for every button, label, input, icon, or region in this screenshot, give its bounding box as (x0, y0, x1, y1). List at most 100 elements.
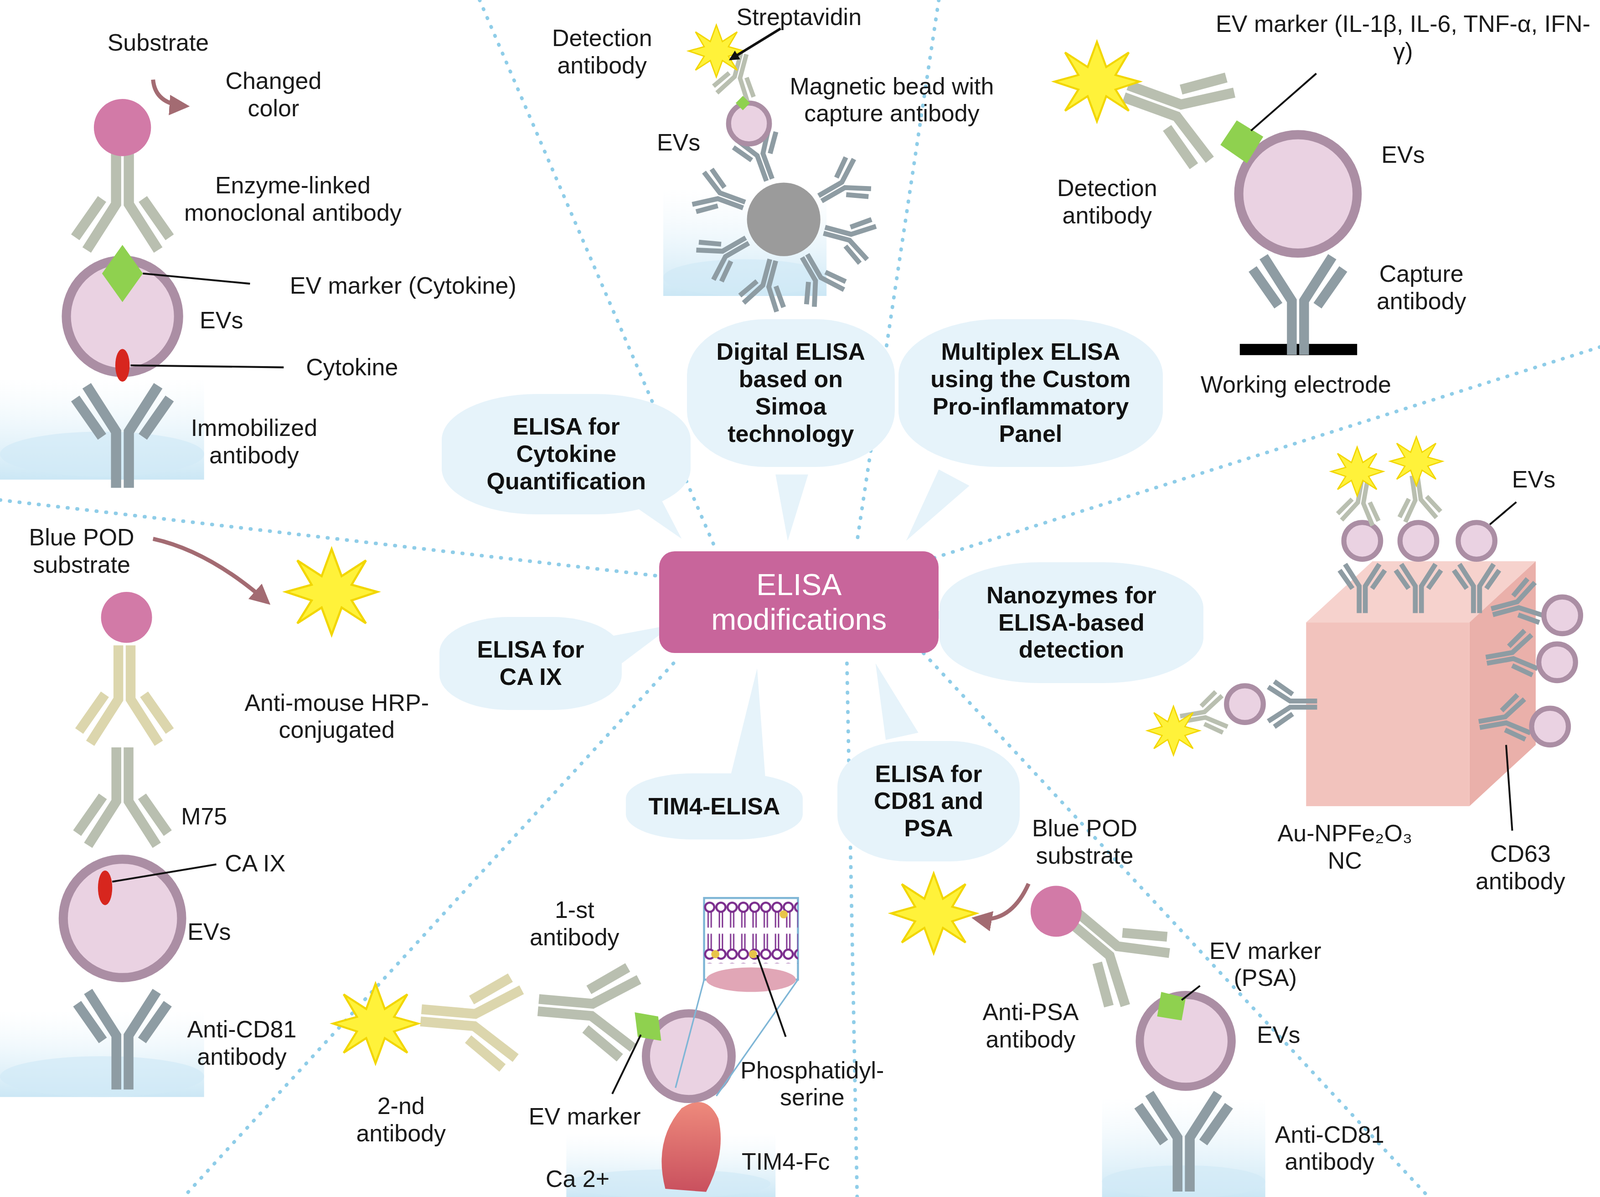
figure-ellipse (98, 870, 113, 905)
figure-path (1489, 501, 1517, 831)
figure-use (1109, 46, 1239, 171)
figure-circle (747, 182, 821, 257)
figure-label: 2-nd antibody (339, 1092, 463, 1147)
figure-polygon (730, 668, 766, 778)
nanozyme-figure (1147, 436, 1581, 831)
figure-path (153, 79, 186, 107)
speech-bubble: TIM4-ELISA (625, 773, 803, 840)
figure-rect (1239, 343, 1358, 356)
figure-use (784, 244, 849, 310)
figure-use (1390, 436, 1443, 486)
figure-label: EVs (199, 306, 243, 335)
figure-label: CD63 antibody (1454, 840, 1587, 895)
figure-path (183, 663, 674, 1197)
figure-label: EV marker (528, 1102, 641, 1131)
speech-bubble: ELISA for Cytokine Quantification (441, 393, 691, 515)
figure-use (688, 25, 745, 78)
figure-label: Changed color (206, 67, 340, 123)
figure-path (1181, 985, 1200, 1000)
figure-polygon (634, 1011, 661, 1041)
figure-label: Working electrode (1200, 371, 1392, 399)
speech-bubble: ELISA for CD81 and PSA (837, 740, 1021, 862)
figure-label: Detection antibody (1030, 174, 1184, 230)
figure-circle (779, 909, 788, 919)
figure-polygon (102, 244, 144, 302)
figure-use (1138, 1093, 1229, 1192)
figure-use (818, 208, 878, 265)
figure-use (1147, 706, 1200, 755)
figure-ellipse (706, 966, 796, 992)
figure-use (1268, 681, 1317, 727)
figure-use (1395, 563, 1441, 613)
simoa-figure (663, 25, 878, 314)
figure-polygon (775, 474, 809, 541)
figure-use (77, 747, 168, 846)
figure-use (79, 645, 171, 744)
figure-label: Substrate (107, 29, 210, 57)
figure-ellipse (115, 348, 130, 382)
figure-use (1475, 693, 1532, 747)
figure-polygon (1156, 991, 1186, 1021)
figure-circle (1139, 994, 1232, 1087)
figure-circle (101, 591, 153, 643)
figure-label: EVs (1256, 1021, 1301, 1049)
figure-circle (1543, 596, 1581, 634)
figure-label: EV marker (PSA) (1188, 937, 1342, 992)
figure-polygon (875, 663, 919, 740)
figure-label: 1-st antibody (513, 896, 636, 951)
figure-label: CA IX (224, 849, 286, 878)
cd81-psa-figure (891, 873, 1266, 1197)
speech-bubble: Digital ELISA based on Simoa technology (686, 319, 896, 467)
figure-circle (748, 949, 758, 958)
figure-use (690, 166, 753, 227)
figure-label: Phosphatidyl- serine (720, 1056, 904, 1112)
figure-ellipse (0, 1055, 205, 1097)
figure-circle (728, 103, 770, 145)
figure-path (846, 663, 857, 1197)
figure-label: Anti-PSA antibody (959, 998, 1102, 1053)
figure-label: EVs (1381, 141, 1425, 169)
figure-path (112, 863, 217, 882)
figure-path (1250, 73, 1317, 131)
figure-polygon (1220, 120, 1264, 164)
figure-label: Detection antibody (530, 24, 674, 80)
figure-use (1486, 577, 1546, 634)
figure-label: Anti-mouse HRP-conjugated (234, 689, 439, 744)
node-text: TIM4-ELISA (648, 792, 780, 821)
figure-polygon (906, 469, 970, 541)
figure-rect (1305, 622, 1470, 806)
figure-circle (711, 949, 720, 958)
figure-path (730, 28, 781, 60)
figure-path (975, 883, 1029, 919)
figure-circle (1399, 522, 1437, 560)
figure-use (1252, 256, 1344, 355)
figure-rect (0, 1009, 205, 1097)
figure-path (661, 1101, 721, 1192)
figure-use (534, 959, 640, 1059)
node-text: ELISA for CD81 and PSA (859, 760, 998, 842)
figure-label: Ca 2+ (545, 1165, 610, 1193)
figure-circle (1531, 707, 1569, 745)
figure-use (75, 385, 170, 488)
figure-label: Blue POD substrate (5, 523, 159, 579)
figure-path (130, 273, 284, 368)
figure-rect (704, 899, 799, 964)
figure-circle (1458, 522, 1496, 560)
figure-circle (1538, 643, 1576, 681)
figure-label: Au-NPFe₂O₃ NC (1263, 819, 1427, 875)
figure-label: EVs (187, 918, 231, 946)
node-text: ELISA for CA IX (461, 635, 600, 691)
figure-label: TIM4-Fc (741, 1147, 831, 1176)
figure-label: EV marker (Cytokine) (289, 272, 517, 300)
node-text: Multiplex ELISA using the Custom Pro-inf… (920, 338, 1141, 448)
figure-label: M75 (180, 802, 228, 831)
figure-use (77, 990, 168, 1090)
figure-use (738, 253, 795, 313)
figure-label: EVs (656, 129, 701, 157)
bubble-tails (602, 469, 980, 778)
center-box: ELISA modifications (659, 551, 939, 653)
speech-bubble: Nanozymes for ELISA-based detection (939, 562, 1204, 683)
node-text: Nanozymes for ELISA-based detection (961, 581, 1182, 664)
figure-label: Immobilized antibody (167, 414, 341, 470)
